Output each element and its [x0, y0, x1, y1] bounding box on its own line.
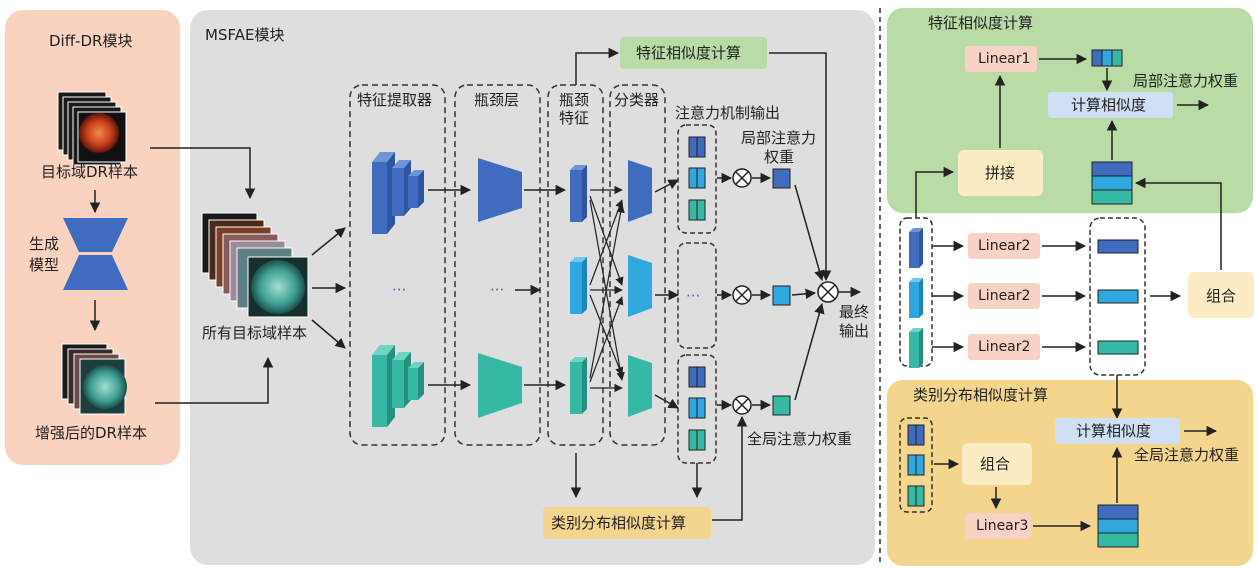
stacked-vector-bottom [1097, 504, 1139, 548]
generative-model-top [63, 218, 128, 252]
ellipsis-bottleneck: ··· [490, 281, 505, 299]
input-feat-top [909, 228, 923, 268]
class-sim-label: 类别分布相似度计算 [551, 514, 687, 532]
feature-extractor-box [349, 84, 446, 446]
linear1-box [965, 46, 1037, 72]
augmented-dr-stack [61, 343, 127, 415]
extractor-bottom [372, 345, 424, 427]
linear2-label-1: Linear2 [978, 238, 1031, 254]
classifier-mid [628, 255, 652, 317]
augmented-dr-label: 增强后的DR样本 [35, 424, 147, 442]
classifier-top [628, 160, 652, 222]
msfae-title: MSFAE模块 [205, 26, 285, 44]
feature-sim-label: 特征相似度计算 [636, 44, 742, 62]
bottleneck-top [478, 158, 522, 222]
multiply-top [732, 168, 752, 188]
local-weight-label-2: 权重 [764, 148, 795, 166]
linear3-label: Linear3 [976, 518, 1029, 534]
all-target-label: 所有目标域样本 [202, 324, 308, 342]
combine-box [1188, 272, 1254, 318]
linear2-box-2 [968, 283, 1040, 309]
bottleneck-label: 瓶颈层 [474, 91, 520, 109]
bottleneck-feat-label-1: 瓶颈 [559, 91, 590, 109]
ellipsis-attention: ··· [686, 287, 701, 305]
concat-box [958, 150, 1043, 196]
stacked-vector-top [1091, 161, 1133, 205]
classifier-box [609, 84, 666, 446]
compute-sim-label-top: 计算相似度 [1071, 96, 1147, 114]
linear2-box-1 [968, 233, 1040, 259]
combine2-label: 组合 [980, 455, 1011, 473]
class-bar-2 [907, 454, 925, 476]
global-weight-label: 全局注意力权重 [747, 430, 853, 448]
local-weight-right-label: 局部注意力权重 [1133, 72, 1239, 90]
vec-light [1097, 289, 1139, 304]
classifier-bottom [628, 355, 652, 417]
right-feature-sim-title: 特征相似度计算 [928, 14, 1034, 32]
attention-output-label: 注意力机制输出 [675, 104, 781, 122]
vec-teal [1097, 340, 1139, 355]
combine2-box [962, 443, 1032, 485]
linear2-box-3 [968, 334, 1040, 360]
final-output-label-2: 输出 [839, 322, 870, 340]
target-dr-label: 目标域DR样本 [41, 163, 138, 181]
multiply-final [817, 281, 839, 303]
diff-dr-title: Diff-DR模块 [49, 32, 133, 50]
attention-box-bottom [677, 354, 717, 464]
feature-extractor-label: 特征提取器 [357, 91, 433, 109]
small-vector-top [1091, 49, 1123, 67]
bottleneck-box [454, 84, 541, 446]
class-inputs-box [899, 417, 933, 513]
compute-sim-box-top [1048, 92, 1173, 118]
bottleneck-feature-top [570, 165, 587, 222]
bottleneck-feat-label-2: 特征 [559, 109, 590, 127]
bottleneck-feature-mid [570, 257, 587, 314]
classifier-label: 分类器 [614, 91, 660, 109]
weighted-square-top [772, 168, 791, 189]
attention-box-mid [677, 242, 717, 349]
multiply-bottom [732, 395, 752, 415]
bottleneck-bottom [478, 353, 522, 418]
input-feat-bottom [909, 328, 923, 368]
multiply-mid [732, 285, 752, 305]
linear1-label: Linear1 [978, 51, 1031, 67]
bottleneck-feature-bottom [570, 357, 587, 414]
final-output-label-1: 最终 [839, 303, 870, 321]
vec-blue [1097, 239, 1139, 254]
compute-sim-box-bottom [1055, 418, 1180, 444]
attention-bars-top [688, 136, 706, 221]
feature-sim-box [620, 37, 767, 69]
input-feat-mid [909, 278, 923, 318]
class-sim-panel [887, 380, 1253, 566]
linear2-label-3: Linear2 [978, 339, 1031, 355]
extractor-top [372, 152, 424, 234]
compute-sim-label-bottom: 计算相似度 [1076, 422, 1152, 440]
generative-model-bottom [63, 255, 128, 290]
attention-bars-bottom [688, 366, 706, 451]
ellipsis-extractor: ··· [392, 281, 407, 299]
class-bar-3 [907, 485, 925, 507]
linear2-label-2: Linear2 [978, 288, 1031, 304]
linear3-box [965, 513, 1031, 539]
weighted-square-bottom [772, 395, 791, 416]
gen-model-label-2: 模型 [29, 256, 60, 274]
global-weight-right-label: 全局注意力权重 [1134, 446, 1240, 464]
class-bar-1 [907, 424, 925, 446]
right-class-sim-title: 类别分布相似度计算 [913, 386, 1049, 404]
class-sim-box [543, 507, 711, 539]
local-weight-label-1: 局部注意力 [741, 129, 817, 147]
weighted-square-mid [772, 285, 791, 306]
combine-label: 组合 [1206, 287, 1237, 305]
gen-model-label-1: 生成 [29, 235, 60, 253]
all-target-samples-stack [201, 212, 309, 318]
attention-box-top [677, 124, 717, 234]
target-dr-stack [57, 91, 127, 166]
concat-label: 拼接 [985, 164, 1016, 182]
